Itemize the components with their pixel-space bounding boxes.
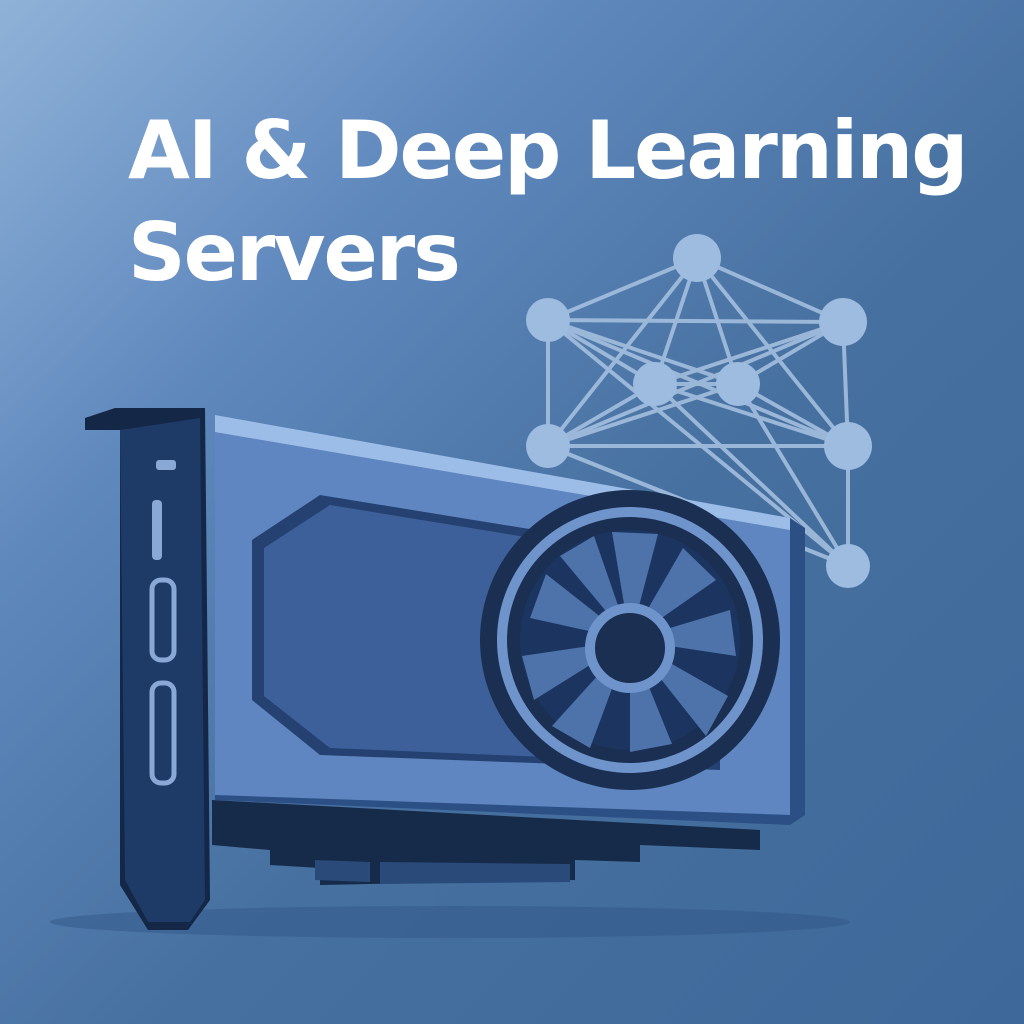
cooling-fan-icon <box>480 490 780 790</box>
title-line-1: AI & Deep Learning <box>128 104 968 197</box>
graphics-card-illustration <box>85 408 805 930</box>
page-title: AI & Deep Learning Servers <box>128 100 968 304</box>
card-bracket <box>85 408 210 930</box>
card-shadow <box>50 906 850 938</box>
title-line-2: Servers <box>128 206 461 299</box>
network-nodes <box>526 234 872 588</box>
